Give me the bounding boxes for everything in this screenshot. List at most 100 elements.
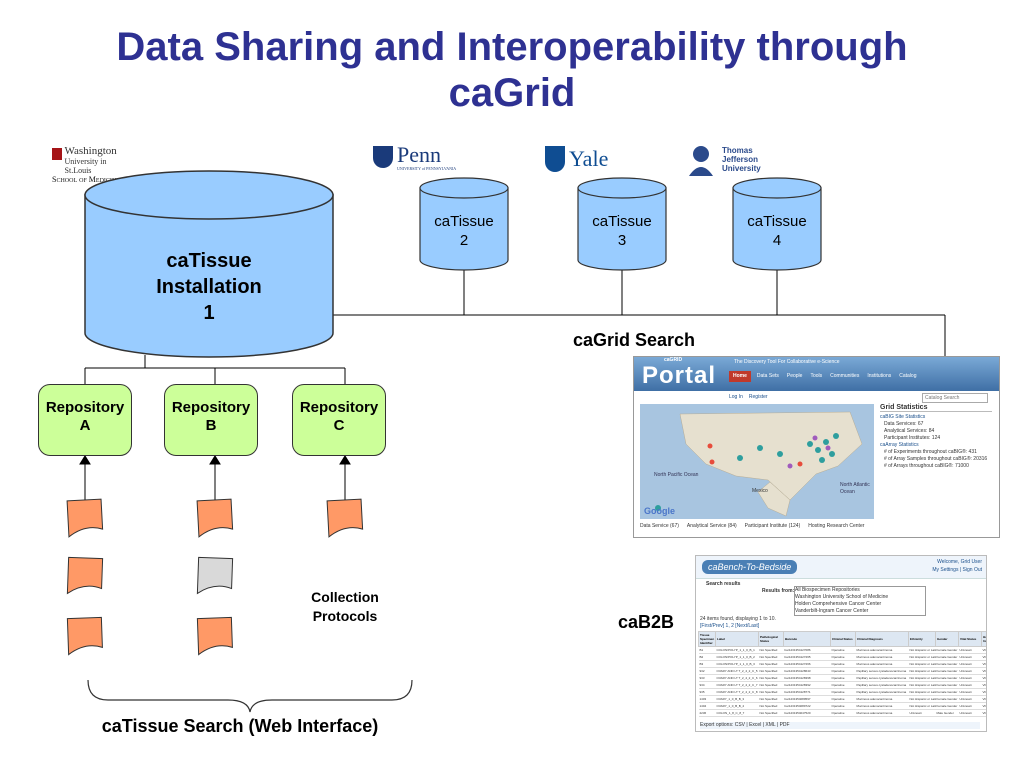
portal-login-link[interactable]: Log In (729, 394, 743, 400)
table-cell: Not Specified (758, 688, 784, 696)
table-cell: Not Specified (758, 646, 784, 654)
table-cell: Not Hispanic or Latino (908, 646, 936, 654)
cab2b-repo-1[interactable]: Washington University School of Medicine (795, 594, 889, 600)
cab2b-export-options[interactable]: Export options: CSV | Excel | XML | PDF (700, 722, 980, 729)
catissue-4-line2: 4 (772, 232, 782, 249)
table-cell: Unknown (958, 709, 982, 717)
repository-a-line2: A (79, 417, 91, 434)
cab2b-column-header[interactable]: Clinical Status (830, 631, 856, 647)
table-cell: Not Hispanic or Latino (908, 702, 936, 710)
cab2b-column-header[interactable]: Vital Status (958, 631, 982, 647)
portal-nav-tools[interactable]: Tools (810, 373, 823, 379)
table-cell: COLON/POLYP_1_1_0_B_1 (715, 646, 759, 654)
cab2b-settings-links[interactable]: My Settings | Sign Out (932, 567, 982, 573)
table-cell: OVARY_1_0_B_B_3 (715, 695, 759, 703)
cab2b-column-header[interactable]: Gender (935, 631, 959, 647)
repository-c: Repository C (292, 384, 386, 456)
form-stack-b (196, 498, 234, 656)
table-cell: 1403 (698, 695, 716, 703)
portal-nav: Home Data Sets People Tools Communities … (729, 371, 918, 382)
table-cell: Operative (830, 709, 856, 717)
penn-sub: UNIVERSITY of PENNSYLVANIA (397, 166, 457, 171)
jefferson-logo: Thomas Jefferson University (686, 144, 766, 178)
cab2b-column-header[interactable]: Pathological Status (758, 631, 784, 647)
portal-map[interactable]: North Pacific Ocean Mexico North Atlanti… (640, 404, 874, 519)
table-cell: bar1231354089722 (783, 702, 831, 710)
catissue-4-line1: caTissue (747, 213, 807, 230)
table-cell: 932 (698, 667, 716, 675)
portal-nav-home[interactable]: Home (729, 371, 751, 382)
portal-nav-people[interactable]: People (786, 373, 803, 379)
portal-nav-institutions[interactable]: Institutions (867, 373, 892, 379)
cab2b-column-header[interactable]: Tissue Specimen Identifier (698, 631, 716, 647)
table-cell: Unknown (958, 667, 982, 675)
portal-auth-links: Log In Register (729, 394, 768, 401)
table-cell: Not Specified (758, 674, 784, 682)
cab2b-search-results: Search results (706, 581, 741, 587)
table-cell: Operative (830, 702, 856, 710)
cab2b-column-header[interactable]: Barcode (783, 631, 831, 647)
main-database-cylinder (84, 170, 334, 358)
legend-participant-institute: Participant Institute (124) (744, 523, 801, 529)
table-cell: Not Hispanic or Latino (908, 695, 936, 703)
legend-analytical-service: Analytical Service (84) (686, 523, 737, 529)
cab2b-repository-list[interactable]: All Biospecimen Repositories Washington … (794, 586, 926, 616)
cab2b-repo-2[interactable]: Holden Comprehensive Cancer Center (795, 601, 882, 607)
table-cell: COLON_1_8_C_8_7 (715, 709, 759, 717)
portal-nav-communities[interactable]: Communities (830, 373, 860, 379)
cab2b-pager[interactable]: [First/Prev] 1, 2 [Next/Last] (700, 623, 760, 629)
cab2b-column-header[interactable]: Clinical Diagnosis (855, 631, 909, 647)
table-cell: Mucinous adenocarcinoma (855, 646, 909, 654)
table-cell: Not Specified (758, 660, 784, 668)
table-cell: Not Hispanic or Latino (908, 653, 936, 661)
table-cell: VICC (981, 695, 986, 703)
portal-header: The Discovery Tool For Collaborative e-S… (634, 357, 999, 391)
table-cell: Unknown (958, 702, 982, 710)
portal-register-link[interactable]: Register (748, 394, 768, 400)
portal-map-legend: Data Service (67) Analytical Service (84… (640, 523, 864, 530)
cab2b-welcome: Welcome, Grid User (937, 559, 982, 565)
table-cell: Mucinous adenocarcinoma (855, 653, 909, 661)
table-cell: 2236 (698, 709, 716, 717)
main-db-line3: 1 (203, 302, 215, 324)
table-cell: Not Hispanic or Latino (908, 660, 936, 668)
cab2b-column-header[interactable]: Ethnicity (908, 631, 936, 647)
repository-b-line1: Repository (171, 399, 251, 416)
portal-nav-catalog[interactable]: Catalog (899, 373, 917, 379)
table-cell: Not Specified (758, 709, 784, 717)
cab2b-repo-0[interactable]: All Biospecimen Repositories (795, 587, 860, 593)
cab2b-column-header[interactable]: Hosting Institution (981, 631, 986, 647)
table-cell: Not Specified (758, 702, 784, 710)
table-cell: Not Specified (758, 667, 784, 675)
catissue-3-line1: caTissue (592, 213, 652, 230)
table-cell: Operative (830, 660, 856, 668)
stats-line-5: # of Experiments throughout caBIG®: 431 (884, 449, 977, 455)
table-cell: Not Hispanic or Latino (908, 667, 936, 675)
table-cell: Papillary serous cystadenocarcinoma (855, 681, 909, 689)
table-cell: Mucinous adenocarcinoma (855, 695, 909, 703)
washu-line3: School of Medicine (52, 175, 120, 184)
table-cell: 1404 (698, 702, 716, 710)
cab2b-column-header[interactable]: Label (715, 631, 759, 647)
portal-catalog-search-input[interactable] (922, 393, 988, 403)
penn-text: Penn (397, 142, 441, 167)
cab2b-repo-3[interactable]: Vanderbilt-Ingram Cancer Center (795, 608, 869, 614)
table-cell: OVARY AND LT T_2_4_2_C_8 (715, 688, 759, 696)
main-db-line2: Installation (156, 276, 262, 298)
table-cell: VICC (981, 709, 986, 717)
portal-nav-data-sets[interactable]: Data Sets (756, 373, 779, 379)
stats-line-1: Data Services: 67 (884, 421, 924, 427)
portal-tagline: The Discovery Tool For Collaborative e-S… (734, 359, 840, 365)
